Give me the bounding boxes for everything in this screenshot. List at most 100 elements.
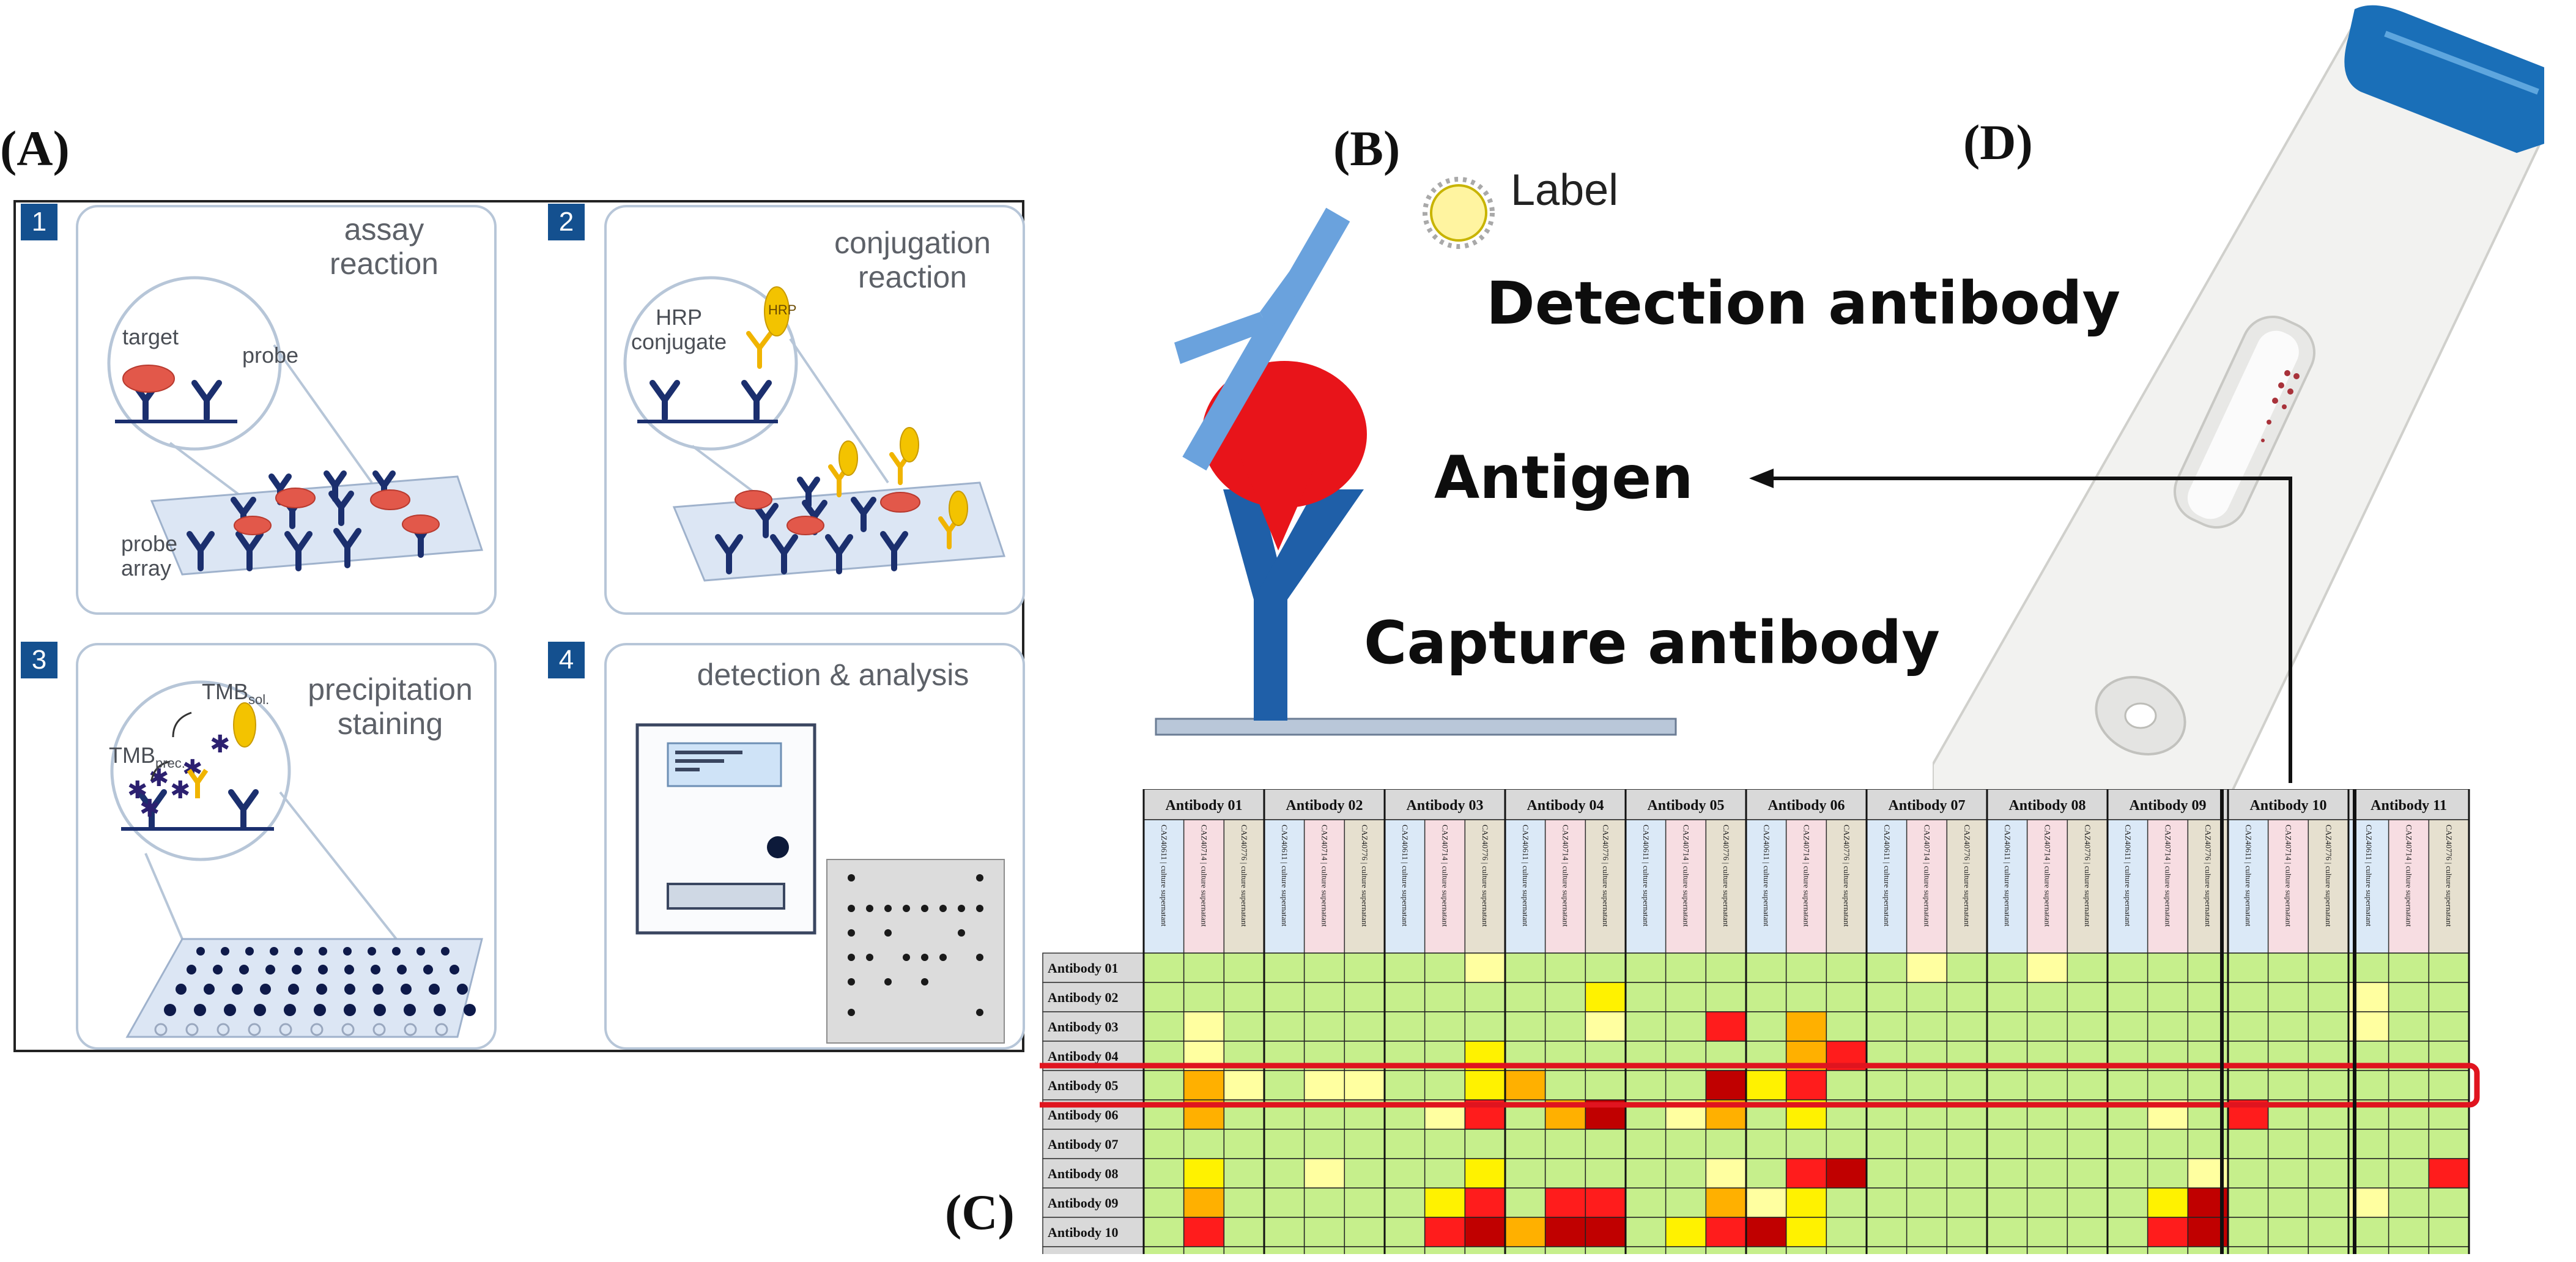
heatmap-cell [2428, 1187, 2470, 1218]
heatmap-cell [2227, 1246, 2269, 1254]
heatmap-cell [1585, 1187, 1626, 1218]
heatmap-cell [2026, 1246, 2068, 1254]
subcolumn-label: CAZ40714 | culture supernatant [1320, 825, 1330, 927]
column-header-label: Antibody 08 [2008, 798, 2086, 814]
row-header [1042, 982, 1144, 1012]
step-1-title: assay reaction [330, 212, 439, 281]
subcolumn-label: CAZ40611 | culture supernatant [1401, 825, 1410, 927]
heatmap-cell [1223, 1217, 1265, 1247]
column-header [1625, 789, 1747, 820]
heatmap-cell [2147, 952, 2189, 983]
svg-text:✱: ✱ [210, 730, 231, 758]
heatmap-cell [2227, 1070, 2269, 1101]
heatmap-cell [2227, 982, 2269, 1012]
heatmap-cell [1745, 952, 1787, 983]
subcolumn-label: CAZ40714 | culture supernatant [1441, 825, 1450, 927]
heatmap-cell [1464, 1187, 1506, 1218]
heatmap-cell [1544, 1011, 1586, 1042]
heatmap-cell [1866, 1158, 1908, 1189]
antigen-label: Antigen [1434, 444, 1693, 512]
heatmap-cell [1264, 952, 1305, 983]
heatmap-cell [1946, 1187, 1988, 1218]
heatmap-cell [1705, 952, 1747, 983]
heatmap-cell [2147, 1187, 2189, 1218]
panel-label-a: (A) [0, 121, 70, 176]
subcolumn-label: CAZ40714 | culture supernatant [2405, 825, 2414, 927]
heatmap-cell [2308, 982, 2349, 1012]
dot-grid [164, 947, 476, 1016]
heatmap-cell [2428, 1011, 2470, 1042]
heatmap-cell [1183, 1246, 1225, 1254]
heatmap-cell [1946, 1158, 1988, 1189]
heatmap-cell [1906, 982, 1948, 1012]
heatmap-cell [1183, 1011, 1225, 1042]
subcolumn-label: CAZ40714 | culture supernatant [1682, 825, 1691, 927]
step-3-box: precipitation staining [76, 643, 497, 1050]
heatmap-cell [2147, 1246, 2189, 1254]
subcolumn-header [2026, 819, 2068, 954]
column-header-label: Antibody 02 [1286, 798, 1363, 814]
row-header [1042, 1070, 1144, 1101]
heatmap-cell [1384, 952, 1426, 983]
subcolumn-label: CAZ40776 | culture supernatant [1842, 825, 1851, 927]
reader-screen [667, 742, 782, 787]
heatmap-cell [2147, 1011, 2189, 1042]
heatmap-cell [1826, 1129, 1867, 1159]
heatmap-cell [1585, 1217, 1626, 1247]
subcolumn-header [2428, 819, 2470, 954]
heatmap-cell [2147, 1158, 2189, 1189]
subcolumn-label: CAZ40776 | culture supernatant [2324, 825, 2333, 927]
subcolumn-header [1344, 819, 1385, 954]
heatmap-cell [1785, 982, 1827, 1012]
target-label: target [122, 324, 179, 349]
subcolumn-header [1384, 819, 1426, 954]
subcolumn-label: CAZ40611 | culture supernatant [1280, 825, 1289, 927]
heatmap-cell [1625, 1217, 1667, 1247]
heatmap-cell [2428, 1129, 2470, 1159]
heatmap-cell [1625, 982, 1667, 1012]
heatmap-cell [2067, 1011, 2108, 1042]
heatmap-cell [1866, 1246, 1908, 1254]
panel-a-workflow: 1 assay reaction [13, 200, 1025, 1052]
heatmap-cell [2147, 1070, 2189, 1101]
heatmap-cell [2067, 1129, 2108, 1159]
heatmap-cell [2107, 1217, 2149, 1247]
arrow-connector [1749, 469, 2292, 783]
heatmap-cell [1544, 1070, 1586, 1101]
row-header-label: Antibody 06 [1048, 1107, 1119, 1123]
subcolumn-label: CAZ40714 | culture supernatant [1561, 825, 1571, 927]
heatmap-cell [1585, 1070, 1626, 1101]
capture-antibody-label: Capture antibody [1364, 609, 1940, 677]
cassette-strip [2187, 330, 2299, 519]
heatmap-cell [1866, 1217, 1908, 1247]
heatmap-cell [1424, 982, 1466, 1012]
reader-slot [667, 883, 785, 910]
heatmap-cell [2388, 1129, 2430, 1159]
heatmap-cell [2107, 1158, 2149, 1189]
heatmap-cell [1986, 1129, 2028, 1159]
heatmap-cell [1946, 1070, 1988, 1101]
heatmap-cell [1585, 1158, 1626, 1189]
heatmap-cell [2067, 1246, 2108, 1254]
heatmap-cell [1745, 1158, 1787, 1189]
heatmap-cell [1303, 1217, 1345, 1247]
heatmap-cell [1143, 1011, 1185, 1042]
heatmap-cell [1424, 1158, 1466, 1189]
subcolumn-label: CAZ40611 | culture supernatant [2003, 825, 2012, 927]
heatmap-cell [2267, 1246, 2309, 1254]
heatmap-cell [1183, 1070, 1225, 1101]
heatmap-cell [2026, 1217, 2068, 1247]
step-2-number: 2 [548, 204, 585, 240]
heatmap-cell [1544, 952, 1586, 983]
subcolumn-header [2308, 819, 2349, 954]
heatmap-cell [1705, 1187, 1747, 1218]
column-header-label: Antibody 03 [1406, 798, 1483, 814]
heatmap-cell [1183, 982, 1225, 1012]
heatmap-cell [1505, 1070, 1546, 1101]
heatmap-cell [2147, 1217, 2189, 1247]
heatmap-cell [1785, 1129, 1827, 1159]
highlight-row-box [1040, 1063, 2480, 1108]
heatmap-cell [1866, 982, 1908, 1012]
heatmap-cell [2227, 1129, 2269, 1159]
